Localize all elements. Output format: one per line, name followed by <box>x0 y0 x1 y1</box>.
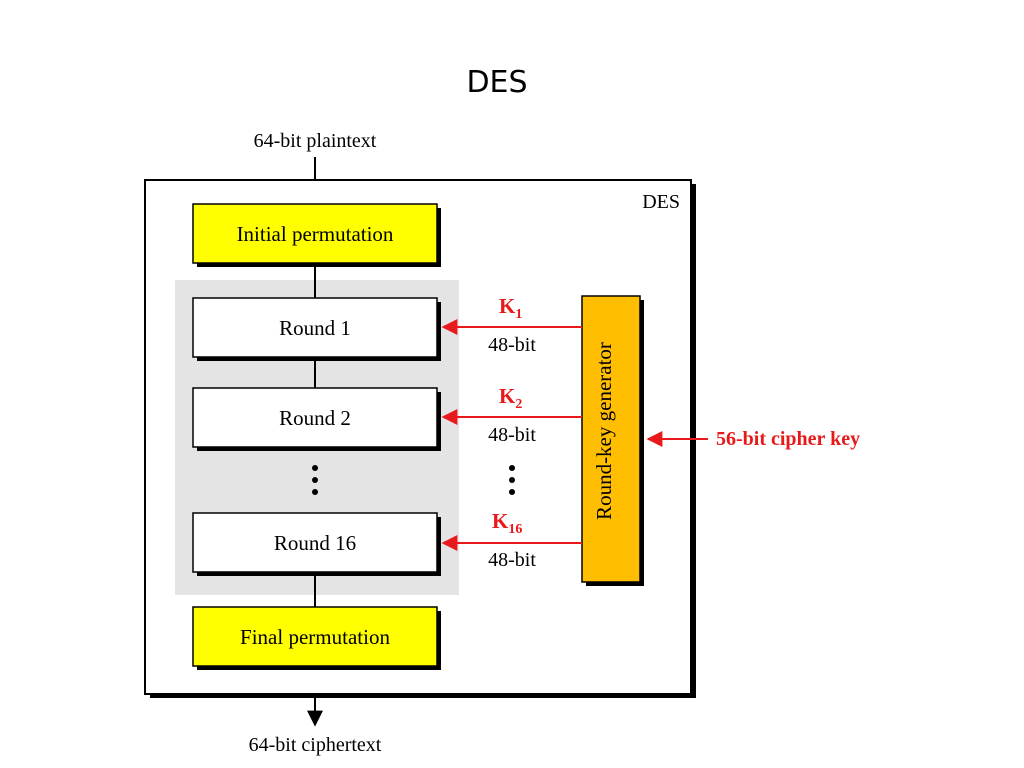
final-permutation-box <box>192 606 438 667</box>
cipher-key-label: 56-bit cipher key <box>716 428 860 450</box>
round-1-label: Round 1 <box>279 316 351 340</box>
key-2-label: K2 <box>499 384 522 412</box>
initial-permutation-box <box>192 203 438 264</box>
round-key-generator-label: Round-key generator <box>592 342 616 520</box>
key-1-size: 48-bit <box>488 334 536 356</box>
round-16-box <box>192 512 438 573</box>
final-permutation-label: Final permutation <box>240 625 390 649</box>
key-16-size: 48-bit <box>488 549 536 571</box>
rounds-ellipsis <box>312 465 318 495</box>
round-2-box <box>192 387 438 448</box>
round-16-label: Round 16 <box>274 531 356 555</box>
round-key-generator-box <box>581 295 641 583</box>
keys-ellipsis <box>509 465 515 495</box>
key-2-size: 48-bit <box>488 424 536 446</box>
initial-permutation-label: Initial permutation <box>237 222 394 246</box>
key-16-label: K16 <box>492 509 522 537</box>
round-2-label: Round 2 <box>279 406 351 430</box>
round-1-box <box>192 297 438 358</box>
key-1-label: K1 <box>499 294 522 322</box>
ciphertext-label: 64-bit ciphertext <box>249 734 382 756</box>
plaintext-label: 64-bit plaintext <box>254 130 377 152</box>
slide-title: DES <box>466 65 527 100</box>
des-container-label: DES <box>642 191 680 213</box>
